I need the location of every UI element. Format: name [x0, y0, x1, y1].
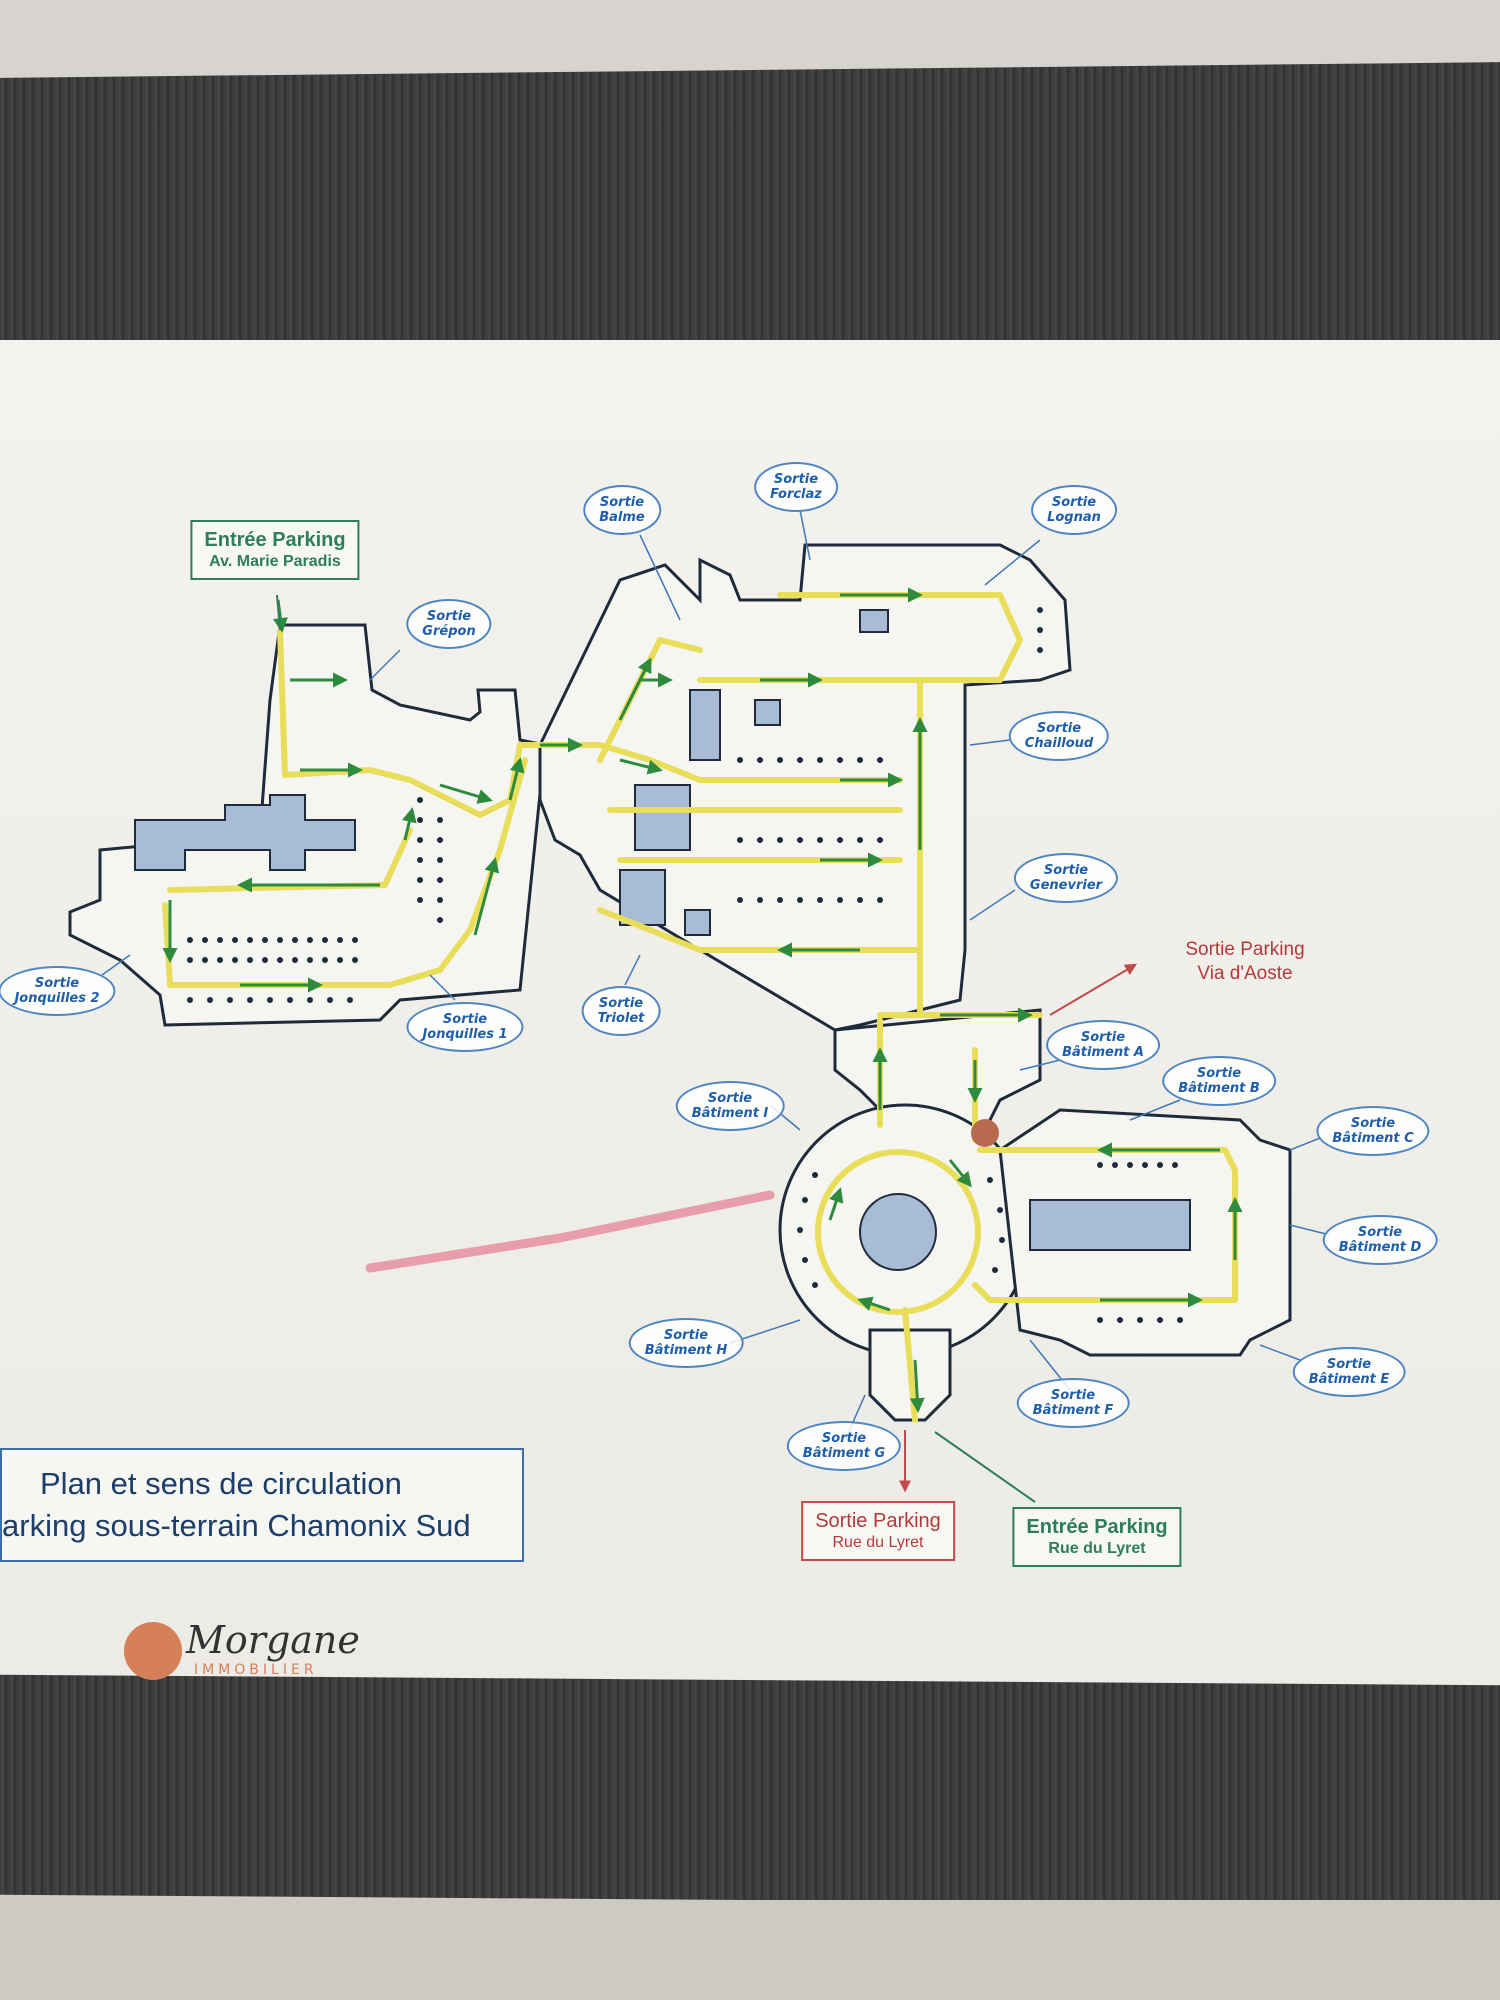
exit-label-line1: Sortie: [1196, 1066, 1242, 1081]
exit-label-line1: Sortie: [426, 609, 472, 624]
direction-arrows: [162, 587, 1243, 1413]
exit-box-line1: Sortie Parking: [815, 1510, 941, 1532]
exit-label-line1: Sortie: [442, 1012, 488, 1027]
exit-label-line2: Grépon: [422, 624, 476, 639]
exit-label-line1: Sortie: [1357, 1225, 1403, 1240]
exit-label-line2: Bâtiment A: [1062, 1045, 1144, 1060]
exit-label-line1: Sortie: [598, 996, 644, 1011]
exit-label-line2: Forclaz: [770, 487, 822, 502]
exit-text-aoste: Sortie Parking Via d'Aoste: [1165, 938, 1325, 986]
exit-label-line1: Sortie: [1350, 1116, 1396, 1131]
exit-label-line1: Sortie: [1050, 1388, 1096, 1403]
exit-label-line2: Bâtiment D: [1338, 1240, 1422, 1255]
entry-pointer-lyret: [934, 1431, 1036, 1503]
exit-label-line1: Sortie: [1326, 1357, 1372, 1372]
exit-label-line2: Bâtiment F: [1032, 1403, 1114, 1418]
north-block-outline: [538, 543, 1072, 1032]
exit-label-line2: Triolet: [597, 1011, 645, 1026]
red-marker-scribble: [365, 1190, 775, 1273]
exit-label-line2: Balme: [599, 510, 645, 525]
entry-box-line2: Rue du Lyret: [1048, 1540, 1146, 1557]
sticker-mark: [971, 1119, 999, 1147]
entry-box-marie-paradis: Entrée Parking Av. Marie Paradis: [190, 520, 360, 580]
exit-label-line1: Sortie: [1043, 863, 1089, 878]
entry-box-line1: Entrée Parking: [204, 529, 346, 551]
exit-label-line1: Sortie: [1036, 721, 1082, 736]
map-title-line1: Plan et sens de circulation: [40, 1466, 402, 1501]
exit-label-line2: Genevrier: [1029, 878, 1103, 893]
exit-label-line2: Lognan: [1047, 510, 1101, 525]
morgane-logo: Morgane IMMOBILIER: [124, 1618, 384, 1688]
exit-label-line2: Jonquilles 1: [422, 1027, 508, 1042]
exit-label-line1: Sortie: [707, 1091, 753, 1106]
exit-label-line1: Sortie: [1051, 495, 1097, 510]
exit-text-line1: Sortie Parking: [1185, 939, 1305, 960]
exit-label-line1: Sortie: [599, 495, 645, 510]
exit-label-line1: Sortie: [663, 1328, 709, 1343]
exit-label-line1: Sortie: [821, 1431, 867, 1446]
exit-label-line1: Sortie: [773, 472, 819, 487]
exit-label-line2: Jonquilles 2: [14, 991, 100, 1006]
logo-emblem-icon: [124, 1622, 182, 1680]
entry-box-lyret: Entrée Parking Rue du Lyret: [1012, 1507, 1182, 1567]
entry-box-line2: Av. Marie Paradis: [209, 553, 341, 570]
map-title-box: Plan et sens de circulation arking sous-…: [0, 1448, 524, 1562]
exit-label-line2: Bâtiment B: [1178, 1081, 1260, 1096]
structural-blocks: [134, 609, 1191, 1271]
exit-label-line2: Bâtiment C: [1332, 1131, 1414, 1146]
parking-space-markers: [187, 607, 1183, 1323]
exit-pointer-aoste: [1049, 963, 1138, 1016]
exit-label-line2: Bâtiment E: [1308, 1372, 1390, 1387]
exit-box-line2: Rue du Lyret: [832, 1534, 924, 1551]
exit-label-line1: Sortie: [1080, 1030, 1126, 1045]
logo-name: Morgane: [186, 1618, 360, 1662]
exit-label-line2: Bâtiment G: [802, 1446, 886, 1461]
exit-label-line2: Bâtiment H: [644, 1343, 728, 1358]
logo-subtitle: IMMOBILIER: [194, 1662, 318, 1678]
exit-text-line2: Via d'Aoste: [1197, 963, 1293, 984]
exit-box-lyret: Sortie Parking Rue du Lyret: [801, 1501, 955, 1561]
exit-label-line2: Bâtiment I: [691, 1106, 769, 1121]
wall-background-bottom: [0, 1900, 1500, 2000]
exit-label-line2: Chailloud: [1024, 736, 1094, 751]
exit-label-line1: Sortie: [34, 976, 80, 991]
entry-box-line1: Entrée Parking: [1026, 1516, 1168, 1538]
entry-pointer-marie-paradis: [276, 594, 281, 631]
map-title-line2: arking sous-terrain Chamonix Sud: [2, 1508, 471, 1543]
